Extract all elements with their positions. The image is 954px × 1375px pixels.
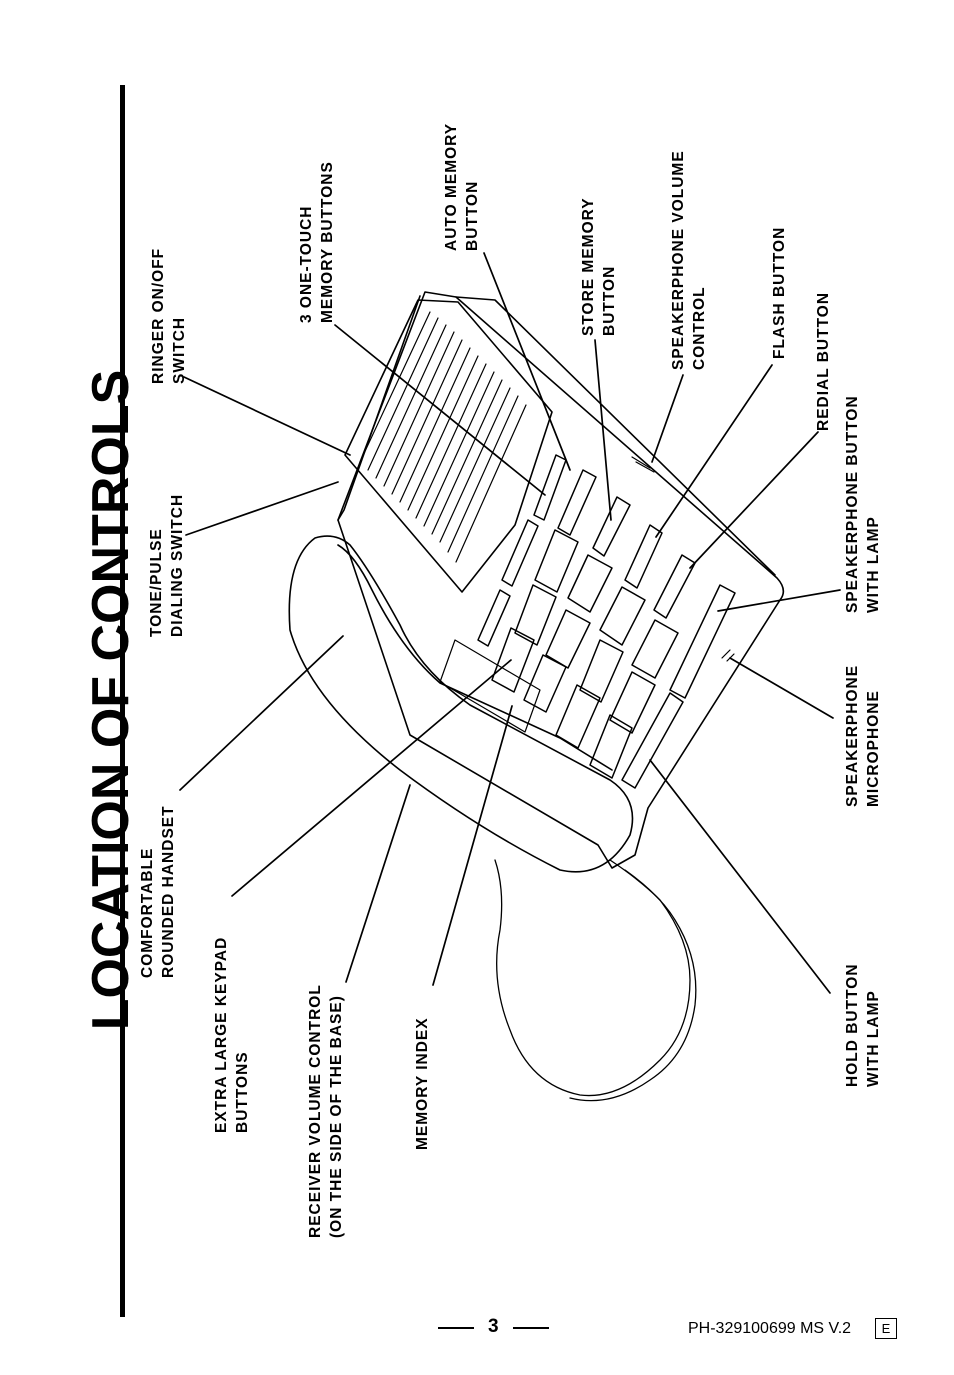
page-number: 3 xyxy=(488,1316,499,1337)
leader-lines xyxy=(179,252,841,994)
handset-inner xyxy=(337,544,613,771)
coiled-cord xyxy=(494,859,697,1102)
phone-top-edge xyxy=(455,296,776,576)
vertical-rule xyxy=(120,85,125,1317)
memory-index-card xyxy=(439,639,541,733)
speaker-grille-panel xyxy=(344,299,553,593)
phone-buttons xyxy=(477,454,736,789)
language-box: E xyxy=(875,1318,897,1339)
speaker-grille-slots xyxy=(359,311,527,563)
document-code: PH-329100699 MS V.2 xyxy=(688,1320,852,1337)
footer-dash-right xyxy=(513,1327,549,1329)
phone-base-outline xyxy=(337,291,785,869)
handset-body xyxy=(288,535,634,873)
footer-dash-left xyxy=(438,1327,474,1329)
phone-base-rim xyxy=(337,295,421,521)
speakerphone-volume-slider xyxy=(631,456,655,473)
